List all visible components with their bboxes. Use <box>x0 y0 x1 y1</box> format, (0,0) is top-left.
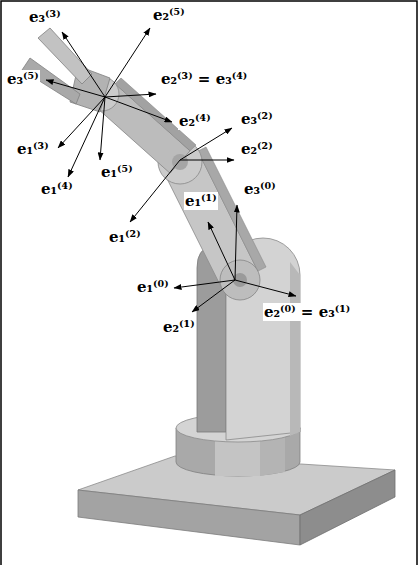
axis-arrow <box>100 97 105 160</box>
axis-label: e₃⁽³⁾ <box>28 8 62 26</box>
axis-arrow <box>235 205 237 280</box>
axis-label: e₂⁽⁰⁾ = e₃⁽¹⁾ <box>263 303 351 321</box>
axis-arrow <box>46 80 105 97</box>
axis-arrow <box>235 280 296 296</box>
axis-label: e₃⁽⁰⁾ <box>243 180 277 198</box>
axis-arrow <box>105 28 150 97</box>
shoulder-joint <box>220 260 260 300</box>
axis-arrow <box>208 222 235 280</box>
axis-label: e₃⁽⁵⁾ <box>6 70 40 88</box>
base-plate-front <box>78 490 300 545</box>
axis-arrow <box>130 160 180 222</box>
axis-label: e₁⁽⁴⁾ <box>40 180 74 198</box>
axis-arrow <box>180 128 232 160</box>
axis-label: e₂⁽¹⁾ <box>162 318 196 336</box>
axis-label: e₁⁽²⁾ <box>108 228 142 246</box>
axis-label: e₂⁽⁵⁾ <box>152 6 186 24</box>
axis-label: e₁⁽¹⁾ <box>184 192 218 210</box>
axis-label: e₂⁽³⁾ = e₃⁽⁴⁾ <box>160 70 248 88</box>
axis-arrow <box>105 94 156 97</box>
front-post-side <box>290 262 300 436</box>
axis-arrows <box>46 28 296 312</box>
axis-arrow <box>105 97 172 122</box>
axis-label: e₁⁽⁵⁾ <box>100 163 134 181</box>
axis-label: e₁⁽³⁾ <box>16 140 50 158</box>
axis-arrow <box>58 97 105 148</box>
axis-label: e₁⁽⁰⁾ <box>136 278 170 296</box>
axis-arrow <box>180 160 234 161</box>
axis-arrow <box>192 280 235 312</box>
turntable-facet <box>260 437 285 476</box>
turntable-facet <box>215 441 260 476</box>
axis-label: e₂⁽⁴⁾ <box>178 112 212 130</box>
base-plate-side <box>300 470 395 545</box>
axis-label: e₂⁽²⁾ <box>240 140 274 158</box>
axis-label: e₃⁽²⁾ <box>240 110 274 128</box>
axis-arrow <box>62 32 105 97</box>
